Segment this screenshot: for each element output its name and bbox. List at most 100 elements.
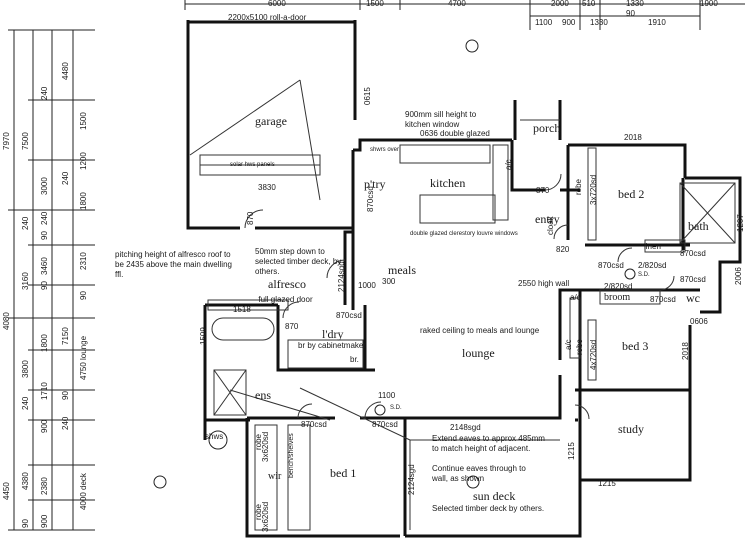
dim-left: 7150 xyxy=(61,327,70,345)
room-label-bed3: bed 3 xyxy=(622,339,649,353)
dim-top: 6000 xyxy=(268,0,286,8)
dim-plan: 3x720sd xyxy=(589,174,598,205)
dim-plan: 870csd xyxy=(680,275,706,284)
room-label-wir: wir xyxy=(268,471,282,482)
dim-plan: 820 xyxy=(556,245,570,254)
dim-plan: 870csd xyxy=(598,261,624,270)
note-sd: S.D. xyxy=(390,405,402,411)
dim-plan: 870csd xyxy=(680,249,706,258)
note-step-down: 50mm step down to selected timber deck, … xyxy=(255,247,342,276)
dim-left: 2310 xyxy=(79,252,88,270)
dim-top: 1100 xyxy=(535,18,553,27)
dim-plan: 1215 xyxy=(598,479,616,488)
note-raked: raked ceiling to meals and lounge xyxy=(420,326,540,335)
room-label-study: study xyxy=(618,422,645,436)
dim-left: 4480 xyxy=(61,62,70,80)
dim-left: 1710 xyxy=(40,382,49,400)
dim-plan: 0615 xyxy=(363,87,372,105)
room-label-laundry: l'dry xyxy=(322,327,344,341)
dim-left: 90 xyxy=(79,291,88,300)
dim-plan: 1518 xyxy=(233,305,251,314)
room-label-bed1: bed 1 xyxy=(330,466,357,480)
dim-plan: 1000 xyxy=(358,281,376,290)
dim-top: 90 xyxy=(626,9,635,18)
dim-left: 4450 xyxy=(2,482,11,500)
dim-left: 2380 xyxy=(40,477,49,495)
dim-left: 4000 deck xyxy=(79,473,88,510)
note-double-glazed: 0636 double glazed xyxy=(420,129,490,138)
note-roll-door: 2200x5100 roll-a-door xyxy=(228,13,307,22)
dim-left: 90 xyxy=(21,519,30,528)
dim-top: 4700 xyxy=(448,0,466,8)
room-label-entry: entry xyxy=(535,212,560,226)
dim-plan: 2018 xyxy=(624,133,642,142)
note-sd: S.D. xyxy=(638,272,650,278)
room-label-robe: robe xyxy=(574,178,583,195)
dim-left: 240 xyxy=(61,171,70,185)
dim-plan: 2/820sd xyxy=(638,261,667,270)
dim-left: 3000 xyxy=(40,177,49,195)
dim-plan: 2124sgd xyxy=(337,261,346,292)
dim-plan: 2006 xyxy=(734,267,743,285)
dim-left: 240 xyxy=(21,216,30,230)
note-cabinetmaker: br by cabinetmaker xyxy=(298,341,367,350)
room-label-robe: robe xyxy=(575,338,584,355)
dim-left: 3160 xyxy=(21,272,30,290)
dim-left: 3800 xyxy=(21,360,30,378)
note-sill: 900mm sill height to kitchen window xyxy=(405,110,477,129)
room-label-sun-deck: sun deck xyxy=(473,489,516,503)
note-timber-deck: Selected timber deck by others. xyxy=(432,504,545,513)
dim-left: 1800 xyxy=(79,192,88,210)
note-clerestory: double glazed clerestory louvre windows xyxy=(410,231,518,237)
dim-left: 7970 xyxy=(2,132,11,150)
dim-plan: 4x720sd xyxy=(589,339,598,370)
room-label-porch: porch xyxy=(533,121,561,135)
room-label-wc: wc xyxy=(686,291,700,305)
note-high-wall: 2550 high wall xyxy=(518,279,570,288)
dim-left: 1500 xyxy=(79,112,88,130)
room-label-pantry: p'try xyxy=(364,177,386,191)
dim-plan: 2/820sd xyxy=(604,282,633,291)
dim-left: 90 xyxy=(40,231,49,240)
room-label-bath: bath xyxy=(688,219,709,233)
dim-left: 90 xyxy=(40,281,49,290)
dim-plan: 870csd xyxy=(336,311,362,320)
note-bench-shelves: bench/shelves xyxy=(288,433,295,478)
dim-left: 90 xyxy=(61,391,70,400)
room-label-bed2: bed 2 xyxy=(618,187,645,201)
room-label-lounge: lounge xyxy=(462,346,495,360)
dim-top: 1900 xyxy=(700,0,718,8)
dim-left: 4380 xyxy=(21,472,30,490)
dim-top: 1330 xyxy=(626,0,644,8)
dim-top: 1910 xyxy=(648,18,666,27)
dim-plan: 870csd xyxy=(650,295,676,304)
dim-left: 4080 xyxy=(2,312,11,330)
room-label-cloak: cloak xyxy=(546,216,555,235)
note-pitching: pitching height of alfresco roof to be 2… xyxy=(115,250,232,279)
room-label-shws: shws xyxy=(205,432,224,441)
dim-left: 7500 xyxy=(21,132,30,150)
note-solar: solar hws panels xyxy=(230,162,275,168)
dim-left: 1200 xyxy=(79,152,88,170)
dim-top: 510 xyxy=(582,0,596,8)
dim-plan: 1207 xyxy=(736,214,745,232)
room-label-linen: linen xyxy=(644,242,661,251)
dim-left: 240 xyxy=(61,416,70,430)
dim-plan: 870 xyxy=(246,211,255,225)
dim-left: 900 xyxy=(40,514,49,528)
dim-plan: 0606 xyxy=(690,317,708,326)
note-shwrs-over: shwrs over xyxy=(370,147,400,153)
room-label-alfresco: alfresco xyxy=(268,277,306,291)
dim-left: 240 xyxy=(40,211,49,225)
room-label-ac: a/c xyxy=(570,293,581,302)
room-label-meals: meals xyxy=(388,263,416,277)
room-label-ac: a/c xyxy=(564,339,573,350)
room-label-ens: ens xyxy=(255,388,271,402)
dim-top: 1330 xyxy=(590,18,608,27)
dim-plan: 3x620sd xyxy=(261,431,270,462)
note-eaves: Extend eaves to approx 485mm to match he… xyxy=(432,434,545,453)
dim-plan: 870 xyxy=(285,322,299,331)
room-label-ac: a/c xyxy=(504,159,513,170)
dim-plan: 2018 xyxy=(681,342,690,360)
